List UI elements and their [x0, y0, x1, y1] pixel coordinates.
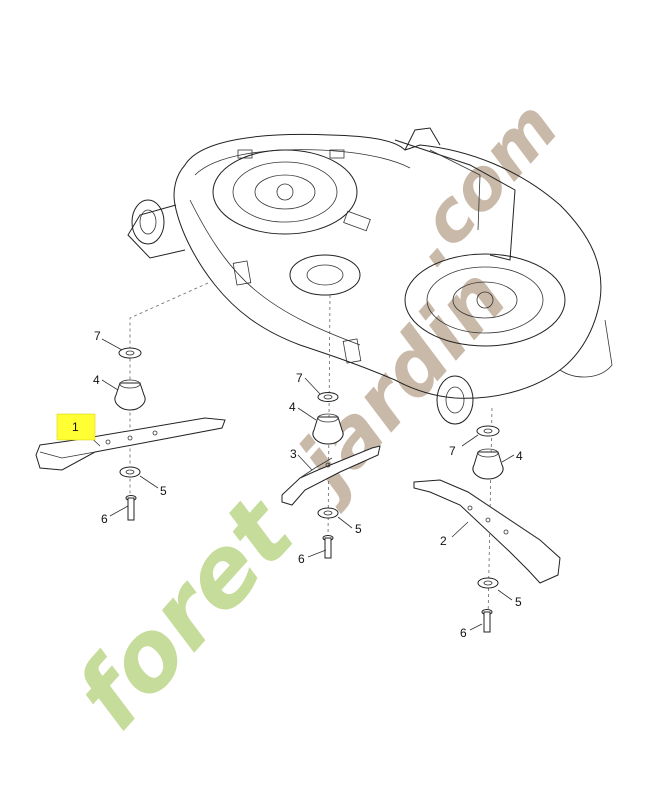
selected-part-highlight: [56, 413, 96, 441]
callout-1-blade[interactable]: 1: [72, 420, 79, 434]
bolt-left: [125, 495, 137, 521]
spacer-center: [317, 392, 339, 402]
spacer-left: [118, 347, 142, 359]
callout-2-blade[interactable]: 2: [440, 534, 447, 548]
watermark-text-com: .com: [387, 86, 574, 281]
left-blade-assembly: [35, 347, 226, 521]
washer-right: [477, 577, 499, 589]
callout-6-left[interactable]: 6: [101, 512, 108, 526]
callout-4-right[interactable]: 4: [516, 449, 523, 463]
washer-left: [119, 466, 141, 478]
callout-7-right[interactable]: 7: [449, 444, 456, 458]
leader-lines: [82, 338, 515, 631]
right-blade-assembly: [413, 425, 561, 633]
blade-right: [413, 479, 561, 584]
adapter-center: [312, 413, 344, 445]
adapter-right: [472, 448, 504, 480]
center-blade-assembly: [281, 392, 381, 559]
callout-4-center[interactable]: 4: [289, 400, 296, 414]
callout-6-right[interactable]: 6: [460, 626, 467, 640]
bolt-right: [481, 609, 493, 633]
callout-5-left[interactable]: 5: [160, 484, 167, 498]
bolt-center: [322, 535, 334, 559]
callout-labels: 7 4 1 5 6 7 4 3 5 6 7 4 2 5 6: [72, 329, 523, 640]
callout-5-right[interactable]: 5: [515, 595, 522, 609]
blade-left: [35, 417, 226, 471]
callout-6-center[interactable]: 6: [298, 552, 305, 566]
spacer-right: [476, 425, 500, 437]
washer-center: [317, 507, 339, 519]
callout-3-blade[interactable]: 3: [290, 447, 297, 461]
mower-deck: [127, 127, 613, 425]
callout-4-left[interactable]: 4: [93, 373, 100, 387]
callout-7-left[interactable]: 7: [94, 329, 101, 343]
callout-5-center[interactable]: 5: [355, 522, 362, 536]
callout-7-center[interactable]: 7: [296, 371, 303, 385]
adapter-left: [114, 379, 146, 411]
blade-center: [281, 445, 381, 506]
watermark-text-foret: foret: [54, 475, 317, 750]
watermark: foret jardin .com: [54, 86, 574, 750]
